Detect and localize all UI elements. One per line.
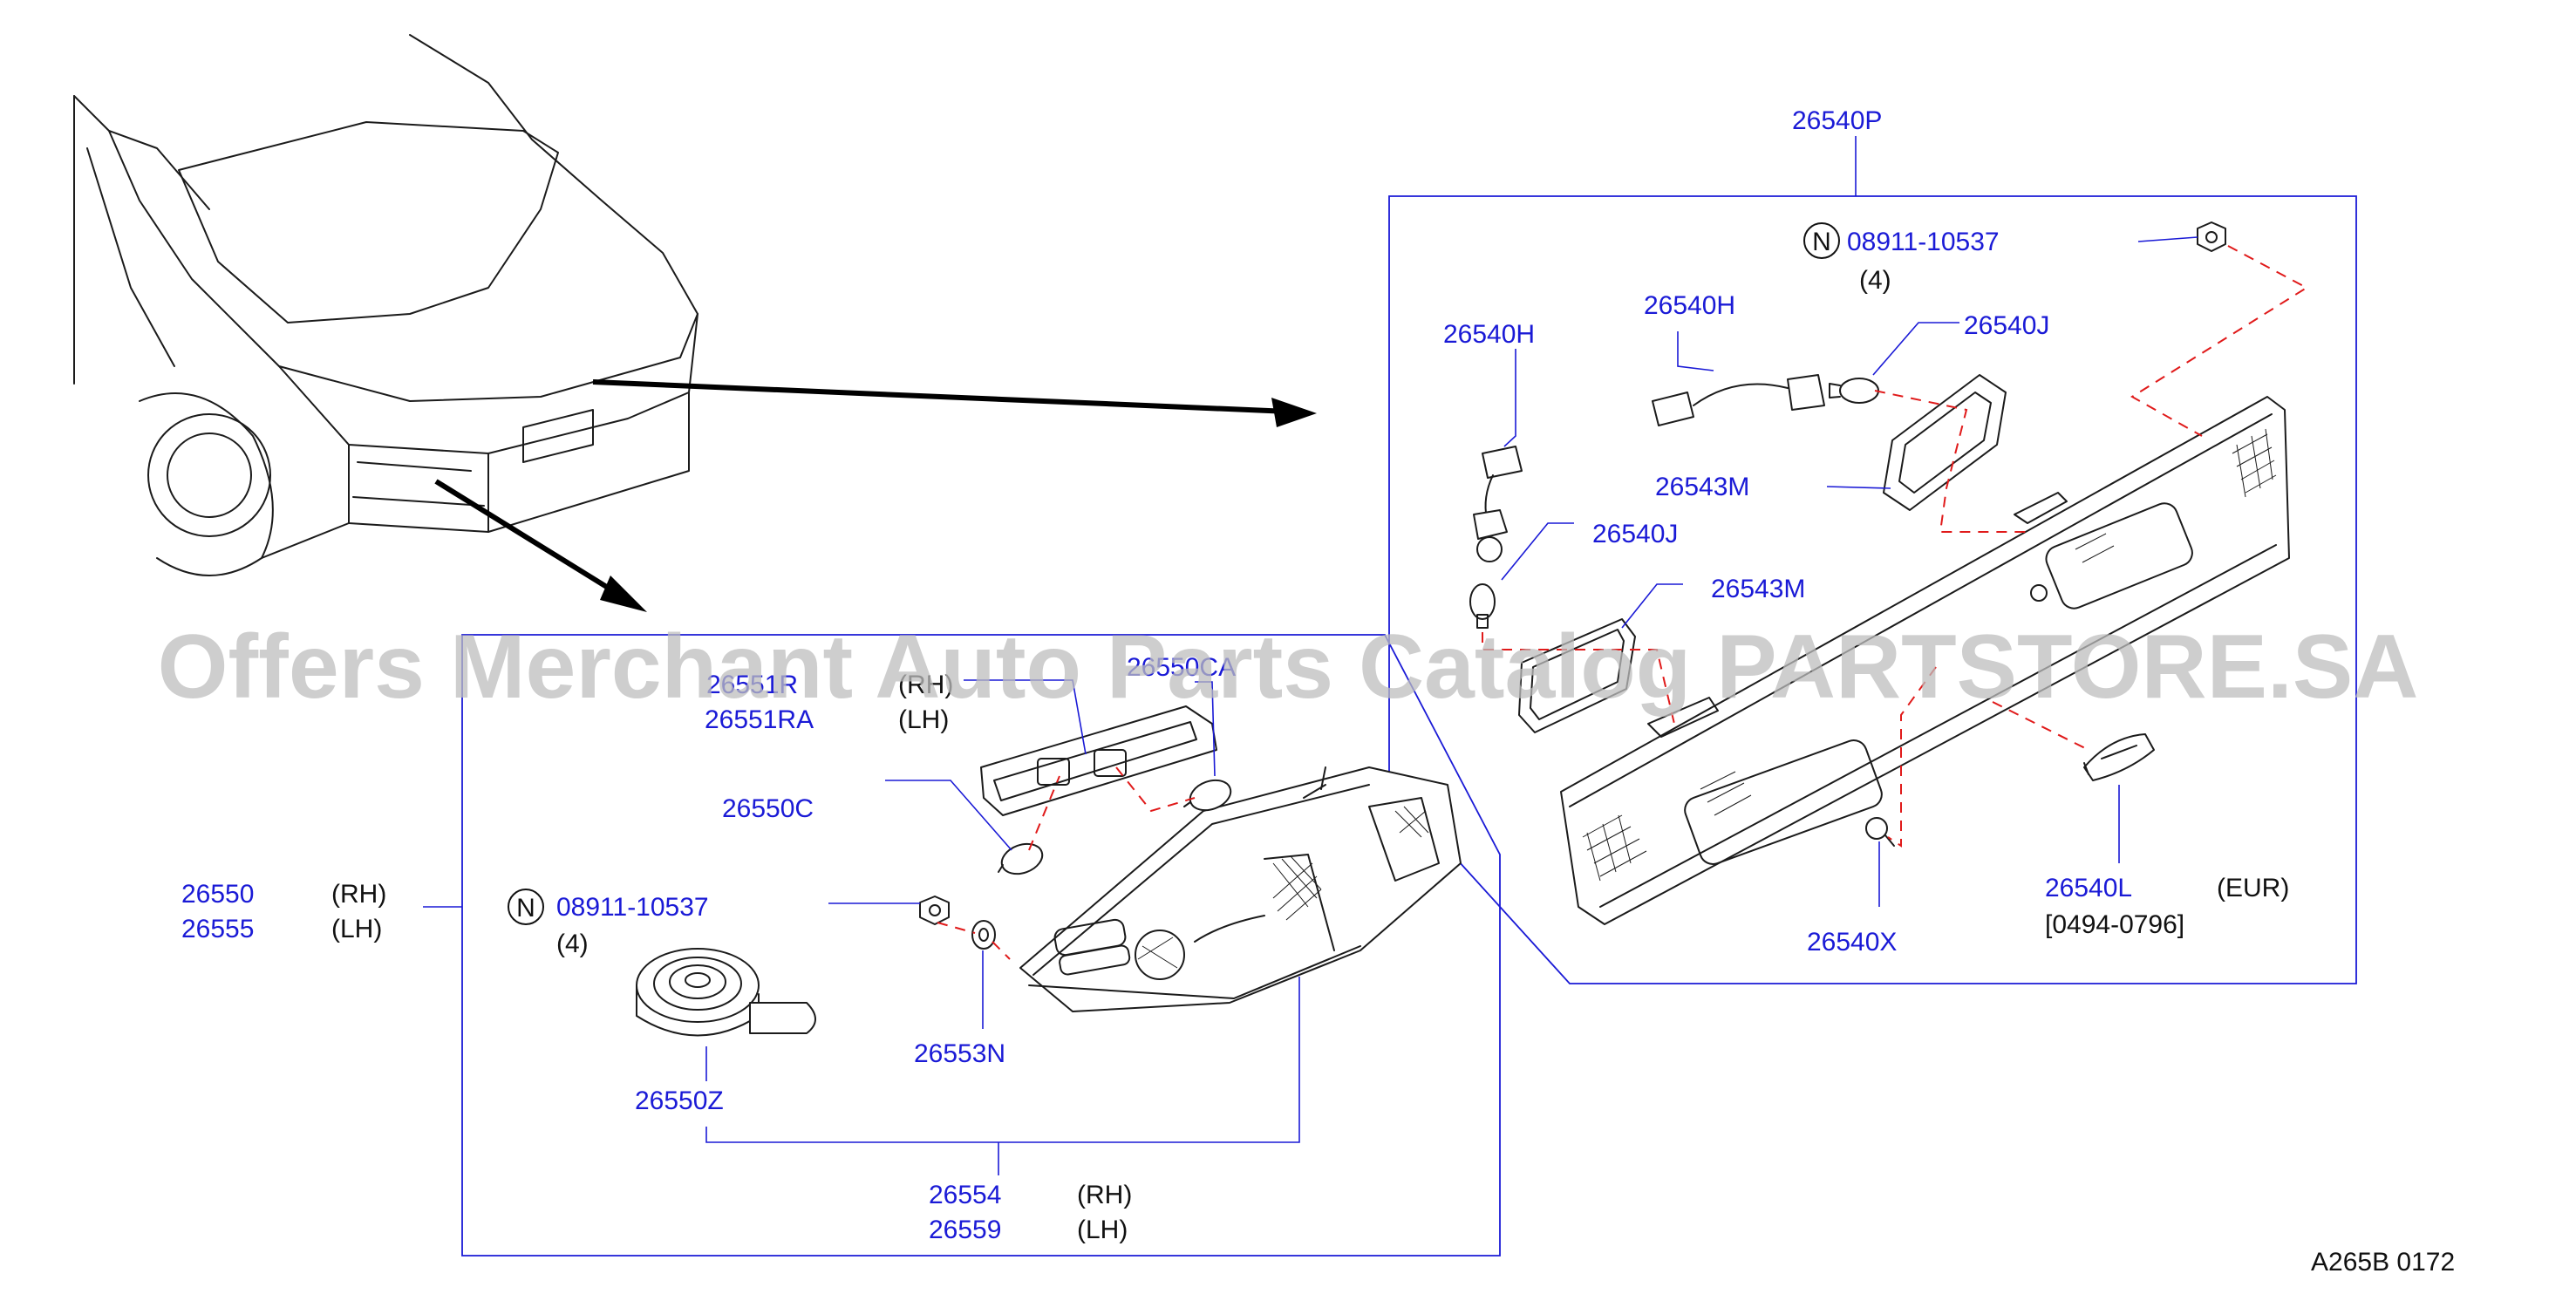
label-26550: 26550: [181, 880, 254, 909]
label-26550CA: 26550CA: [1127, 653, 1236, 682]
nut-top: [2197, 221, 2226, 252]
label-26540H-b: 26540H: [1644, 291, 1735, 320]
label-qty-bottom: (4): [556, 930, 589, 958]
connection-lines-left: [937, 766, 1196, 960]
label-26540H-a: 26540H: [1443, 320, 1535, 349]
label-26540L: 26540L: [2045, 874, 2132, 902]
label-qty-top: (4): [1859, 266, 1891, 295]
gasket-upper: [1883, 374, 2007, 511]
car-rear-illustration: [73, 34, 699, 576]
label-lh-main: (LH): [331, 915, 382, 943]
label-26540J-b: 26540J: [1592, 520, 1678, 548]
diagram-code: A265B 0172: [2311, 1248, 2455, 1277]
label-26540J-a: 26540J: [1964, 311, 2049, 340]
label-26559: 26559: [929, 1216, 1001, 1244]
bulbs-26550: [998, 779, 1232, 875]
label-date-range: [0494-0796]: [2045, 910, 2184, 939]
label-26543M-b: 26543M: [1711, 575, 1805, 603]
label-08911-bottom: 08911-10537: [556, 893, 709, 922]
label-rh-26551: (RH): [898, 671, 953, 699]
n-symbol-bottom: N: [508, 889, 544, 925]
sealant-tape-roll: [636, 948, 816, 1037]
label-26554: 26554: [929, 1181, 1001, 1209]
label-08911-top: 08911-10537: [1847, 228, 2000, 256]
clip-fastener: [1865, 817, 1895, 847]
finisher-assembly-frame: [1388, 195, 2357, 984]
part-labels: 26540P 08911-10537 (4) 26540H 26540H 265…: [181, 106, 2455, 1277]
n-symbol-top: N: [1803, 222, 1840, 259]
rear-combination-lamp: [1019, 766, 1462, 1012]
nut-washer-lamp: [919, 896, 996, 950]
label-26551R: 26551R: [706, 671, 798, 699]
label-26540X: 26540X: [1807, 928, 1897, 957]
label-26550Z: 26550Z: [635, 1086, 724, 1115]
watermark-text: Offers Merchant Auto Parts Catalog PARTS…: [158, 616, 2419, 718]
socket-harness-top: [1652, 374, 1879, 426]
label-26551RA: 26551RA: [705, 705, 814, 734]
bulb-socket-plate: [980, 705, 1217, 816]
rear-finisher-panel: [1560, 396, 2290, 925]
label-26550C: 26550C: [722, 794, 814, 823]
direction-arrows: [434, 379, 1317, 612]
label-26553N: 26553N: [914, 1039, 1005, 1068]
label-eur: (EUR): [2217, 874, 2289, 902]
license-lamp-cover: [2083, 733, 2155, 781]
gasket-lower: [1518, 618, 1636, 733]
svg-text:N: N: [516, 894, 535, 923]
leader-lines-right: [1501, 236, 2198, 907]
leader-lines-left: [423, 679, 1300, 1175]
label-26540P: 26540P: [1792, 106, 1882, 135]
label-26555: 26555: [181, 915, 254, 943]
connection-lines-right: [1482, 245, 2308, 848]
svg-text:N: N: [1812, 228, 1831, 256]
label-rh-main: (RH): [331, 880, 386, 909]
combination-lamp-frame: [461, 634, 1501, 1257]
label-rh-bottom: (RH): [1077, 1181, 1132, 1209]
label-26543M-a: 26543M: [1655, 473, 1749, 501]
label-lh-bottom: (LH): [1077, 1216, 1128, 1244]
socket-harness-left: [1469, 446, 1523, 629]
label-lh-26551: (LH): [898, 705, 949, 734]
